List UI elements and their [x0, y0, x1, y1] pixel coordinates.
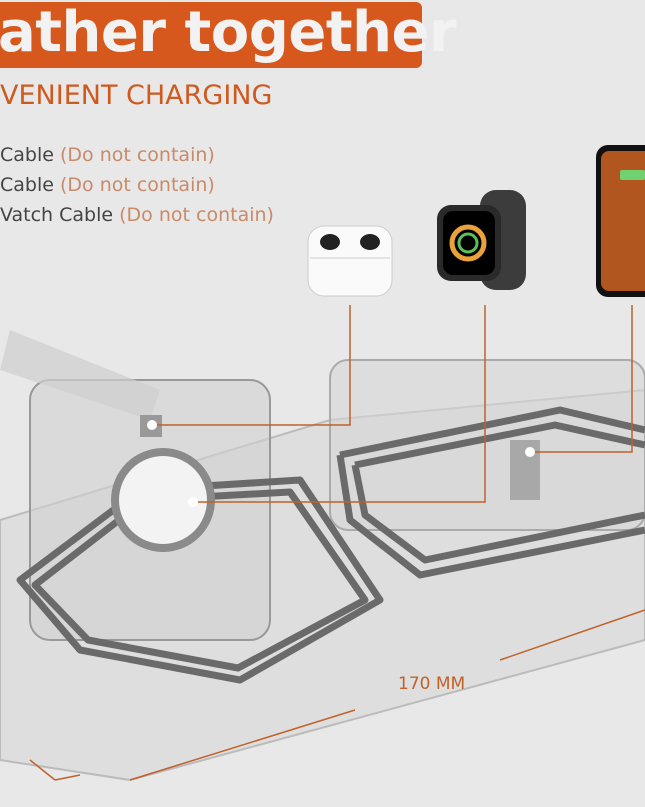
cable-item: Cable (Do not contain): [0, 144, 215, 166]
watch-icon: [437, 190, 526, 290]
phone-icon: [596, 145, 645, 297]
title-banner: ather together: [0, 0, 457, 68]
dimension-label: 170 MM: [398, 674, 466, 694]
airpods-icon: [307, 225, 393, 297]
cable-item: Vatch Cable (Do not contain): [0, 204, 274, 226]
banner-title: ather together: [0, 0, 457, 65]
cable-item: Cable (Do not contain): [0, 174, 215, 196]
subtitle: VENIENT CHARGING: [0, 80, 273, 111]
